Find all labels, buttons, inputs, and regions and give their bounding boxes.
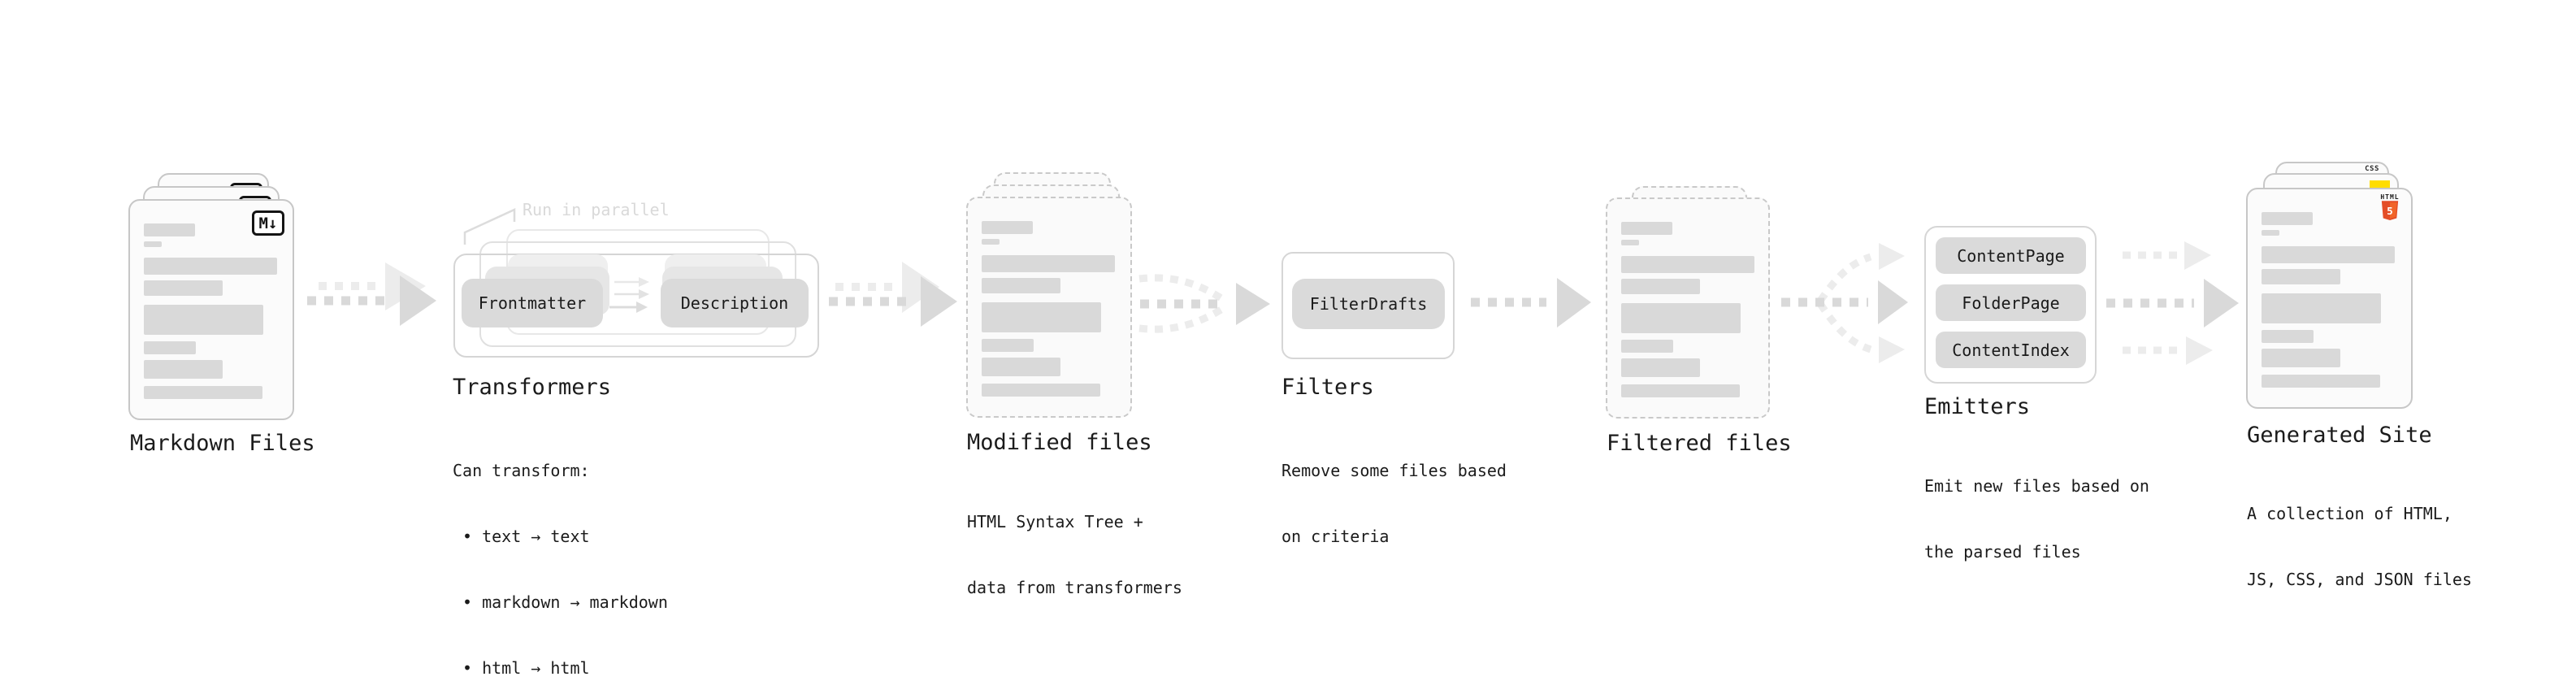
transformer-box-front [453,254,819,358]
desc-line: Remove some files based [1281,461,1507,480]
text-line-placeholder [144,280,223,296]
html5-icon-label: HTML [2380,193,2400,201]
fan-curve-top [1817,253,1872,303]
text-line-placeholder [982,339,1034,352]
arrowhead-icon [1557,278,1591,327]
arrowhead-icon [400,275,436,326]
text-line-placeholder [2262,330,2314,343]
desc-line: on criteria [1281,527,1390,546]
text-line-placeholder [144,360,223,379]
arrow-filtered-to-emitters-fanout [1781,243,1908,363]
text-line-placeholder [1621,384,1740,397]
arrow-emitters-to-generated [2106,241,2239,365]
arrowhead-icon [2186,336,2213,365]
desc-line: HTML Syntax Tree + [967,512,1143,531]
stage-description-modified: HTML Syntax Tree + data from transformer… [967,467,1182,643]
transformer-pill-frontmatter: Frontmatter [462,279,603,327]
arrowhead-icon [921,276,957,327]
emitter-pill-folderpage: FolderPage [1936,284,2086,321]
stage-description-transformers: Can transform: • text → text • markdown … [453,416,668,681]
text-line-placeholder [1621,340,1673,353]
text-line-placeholder [1621,256,1754,273]
text-line-placeholder [2262,293,2381,323]
emitter-pill-contentpage: ContentPage [1936,237,2086,274]
text-line-placeholder [144,341,196,354]
file-card-front: M↓ [128,199,294,420]
fan-curve-bottom [1817,301,1872,354]
text-line-placeholder [2262,246,2395,263]
arrow-modified-to-filters-merge [1138,274,1270,333]
desc-line: A collection of HTML, [2247,504,2452,523]
desc-line: Can transform: [453,461,590,480]
stage-title-filtered-files: Filtered files [1607,431,1792,456]
arrowhead-icon [1879,336,1905,363]
text-line-placeholder [2262,212,2313,225]
text-line-placeholder [1621,279,1700,294]
emitters-box: ContentPage FolderPage ContentIndex [1924,226,2097,384]
text-line-placeholder [2262,269,2340,284]
text-line-placeholder [982,384,1100,397]
stage-title-generated-site: Generated Site [2247,423,2432,448]
stage-title-filters: Filters [1281,375,1374,400]
text-line-placeholder [982,255,1115,272]
text-line-placeholder [1621,222,1672,235]
text-line-placeholder [982,358,1060,376]
text-line-placeholder [144,258,277,275]
stage-title-modified-files: Modified files [967,430,1152,455]
arrowhead-icon [2184,241,2211,270]
text-line-placeholder [2262,230,2279,236]
markdown-icon: M↓ [252,210,284,236]
text-line-placeholder [2262,375,2380,388]
emitter-pill-contentindex: ContentIndex [1936,332,2086,368]
markdown-icon-text: M↓ [258,214,278,232]
text-line-placeholder [982,239,1000,245]
desc-line: • markdown → markdown [462,592,668,612]
stage-title-emitters: Emitters [1924,394,2031,419]
transformer-pill-description: Description [661,279,809,327]
text-line-placeholder [144,386,262,399]
text-line-placeholder [982,302,1101,332]
text-line-placeholder [982,221,1033,234]
file-card-front: HTML 5 [2246,188,2413,409]
arrowhead-icon [2204,279,2239,327]
filter-pill-filterdrafts: FilterDrafts [1292,279,1445,329]
text-line-placeholder [2262,349,2340,367]
html5-icon: HTML 5 [2379,193,2400,222]
svg-text:5: 5 [2387,205,2393,217]
text-line-placeholder [982,278,1060,293]
arrowhead-icon [1878,280,1908,324]
file-card-front [966,197,1132,418]
desc-line: JS, CSS, and JSON files [2247,570,2472,589]
text-line-placeholder [1621,240,1639,245]
arrowhead-icon [1879,243,1905,270]
stage-description-emitters: Emit new files based on the parsed files [1924,432,2149,607]
stage-description-filters: Remove some files based on criteria [1281,416,1507,592]
text-line-placeholder [144,241,162,247]
arrowhead-icon [902,262,939,313]
arrow-filters-to-filtered [1471,278,1591,327]
arrowhead-icon [385,262,426,310]
text-line-placeholder [144,223,195,236]
desc-line: • html → html [462,658,590,678]
file-card-front [1606,197,1770,419]
stage-title-transformers: Transformers [453,375,612,400]
arrowhead-icon [1236,283,1270,325]
arrow-transformers-to-modified [829,262,957,327]
merge-curve-bottom [1138,305,1226,333]
desc-line: data from transformers [967,578,1182,597]
arrow-markdown-to-transformers [307,262,436,326]
desc-line: • text → text [462,527,590,546]
merge-curve-top [1138,274,1226,303]
text-line-placeholder [1621,303,1741,333]
desc-line: the parsed files [1924,542,2081,562]
text-line-placeholder [1621,358,1700,377]
desc-line: Emit new files based on [1924,476,2149,496]
text-line-placeholder [144,305,263,335]
css-icon-text: CSS [2365,165,2379,173]
stage-title-markdown-files: Markdown Files [130,431,315,456]
html5-shield-icon: 5 [2381,201,2399,220]
run-in-parallel-annotation: Run in parallel [523,200,670,219]
filters-box: FilterDrafts [1281,252,1455,359]
stage-description-generated: A collection of HTML, JS, CSS, and JSON … [2247,459,2472,635]
